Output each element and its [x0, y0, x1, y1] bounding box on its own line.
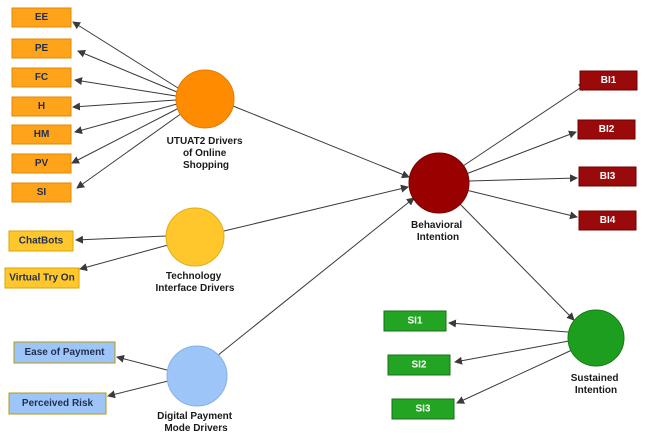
- utaut2-indicators: EE PE FC H HM PV SI: [11, 7, 72, 203]
- indicator-label-si2: SI2: [411, 360, 426, 371]
- indicator-label-si: SI: [37, 187, 47, 198]
- indicator-box-bi3: [578, 166, 637, 187]
- construct-sustained-label-line1: Sustained: [571, 373, 619, 384]
- indicator-box-ease-of-payment: [13, 341, 116, 364]
- arrow-utaut2-si: [76, 112, 183, 189]
- indicator-label-fc: FC: [35, 72, 48, 83]
- construct-utaut2-label-line1: UTUAT2 Drivers: [167, 136, 243, 147]
- arrow-payment-risk: [107, 380, 169, 399]
- arrow-technology-chatbots: [75, 235, 167, 244]
- arrow-utaut2-h: [72, 99, 177, 111]
- indicator-box-si: [11, 182, 72, 203]
- indicator-label-hm: HM: [34, 129, 50, 140]
- arrow-behavioral-bi4: [465, 189, 578, 220]
- construct-payment-label-line2: Mode Drivers: [164, 423, 228, 434]
- indicator-box-virtual-try-on: [4, 267, 80, 289]
- construct-payment-label-line1: Digital Payment: [157, 411, 233, 422]
- construct-technology-label-line2: Interface Drivers: [156, 283, 235, 294]
- indicator-box-si2: [387, 354, 451, 376]
- indicator-box-si1: [383, 310, 447, 332]
- arrow-utaut2-fc: [74, 77, 177, 97]
- indicator-label-h: H: [38, 101, 45, 112]
- indicator-box-pv: [11, 153, 72, 174]
- behavioral-indicator-arrows: [459, 83, 587, 220]
- indicator-box-chatbots: [8, 230, 74, 252]
- indicator-label-ease-of-payment: Ease of Payment: [24, 347, 105, 358]
- arrow-utaut2-pv: [71, 107, 180, 164]
- indicator-label-bi2: BI2: [599, 124, 615, 135]
- path-utaut2-behavioral: [232, 105, 410, 179]
- indicator-label-ee: EE: [35, 12, 49, 23]
- arrow-behavioral-bi2: [465, 130, 577, 175]
- behavioral-indicators: BI1 BI2 BI3 BI4: [577, 70, 638, 231]
- arrow-behavioral-bi3: [468, 174, 578, 183]
- construct-behavioral-label: Behavioral Intention: [411, 220, 465, 243]
- indicator-label-perceived-risk: Perceived Risk: [22, 398, 94, 409]
- construct-payment-label: Digital Payment Mode Drivers: [157, 411, 235, 434]
- indicator-box-bi1: [579, 70, 638, 91]
- construct-behavioral-label-line1: Behavioral: [411, 220, 462, 231]
- indicator-box-pe: [11, 38, 72, 59]
- indicator-box-fc: [11, 67, 72, 88]
- construct-sustained-label-line2: Intention: [575, 385, 617, 396]
- construct-utaut2-label: UTUAT2 Drivers of Online Shopping: [167, 136, 246, 171]
- arrow-technology-virtual-try-on: [79, 244, 169, 272]
- arrow-sustained-si2: [454, 340, 570, 365]
- arrow-utaut2-pe: [77, 49, 178, 93]
- indicator-label-virtual-try-on: Virtual Try On: [9, 273, 74, 284]
- payment-indicators: Ease of Payment Perceived Risk: [8, 341, 116, 415]
- path-behavioral-sustained: [457, 201, 575, 321]
- utaut2-indicator-arrows: [71, 21, 183, 189]
- construct-behavioral-label-line2: Intention: [417, 232, 459, 243]
- indicator-label-bi3: BI3: [600, 171, 616, 182]
- arrow-sustained-si1: [448, 319, 569, 333]
- construct-utaut2-label-line3: Shopping: [183, 160, 229, 171]
- indicator-label-chatbots: ChatBots: [19, 236, 64, 247]
- structural-paths: [216, 105, 575, 357]
- indicator-box-perceived-risk: [8, 392, 107, 415]
- construct-technology-circle: [165, 207, 225, 267]
- construct-behavioral-circle: [408, 152, 470, 214]
- sustained-indicator-arrows: [448, 319, 573, 404]
- indicator-label-si3: SI3: [415, 404, 430, 415]
- indicator-label-pe: PE: [35, 43, 49, 54]
- sustained-indicators: SI1 SI2 SI3: [383, 310, 455, 420]
- construct-technology-label-line1: Technology: [166, 271, 222, 282]
- technology-indicators: ChatBots Virtual Try On: [4, 230, 80, 289]
- arrow-payment-ease: [116, 354, 168, 371]
- indicator-box-ee: [11, 7, 72, 28]
- technology-indicator-arrows: [75, 235, 169, 272]
- arrow-behavioral-bi1: [459, 83, 587, 169]
- arrow-utaut2-ee: [72, 21, 179, 89]
- indicator-box-bi4: [578, 210, 637, 231]
- indicator-box-si3: [391, 398, 455, 420]
- indicator-box-h: [11, 96, 72, 117]
- arrow-sustained-si3: [456, 349, 573, 404]
- path-payment-behavioral: [216, 197, 415, 357]
- indicator-label-pv: PV: [35, 158, 49, 169]
- indicator-box-bi2: [577, 119, 636, 140]
- construct-payment-circle: [166, 345, 228, 407]
- indicator-label-si1: SI1: [407, 316, 422, 327]
- construct-sustained-circle: [567, 309, 625, 367]
- construct-technology-label: Technology Interface Drivers: [156, 271, 235, 294]
- indicator-box-hm: [11, 124, 72, 145]
- construct-utaut2-label-line2: of Online: [183, 148, 227, 159]
- payment-indicator-arrows: [107, 354, 169, 399]
- arrow-utaut2-hm: [74, 103, 178, 135]
- construct-utaut2-circle: [175, 69, 235, 129]
- path-technology-behavioral: [223, 184, 409, 232]
- construct-sustained-label: Sustained Intention: [571, 373, 622, 396]
- indicator-label-bi4: BI4: [600, 215, 616, 226]
- indicator-label-bi1: BI1: [601, 75, 617, 86]
